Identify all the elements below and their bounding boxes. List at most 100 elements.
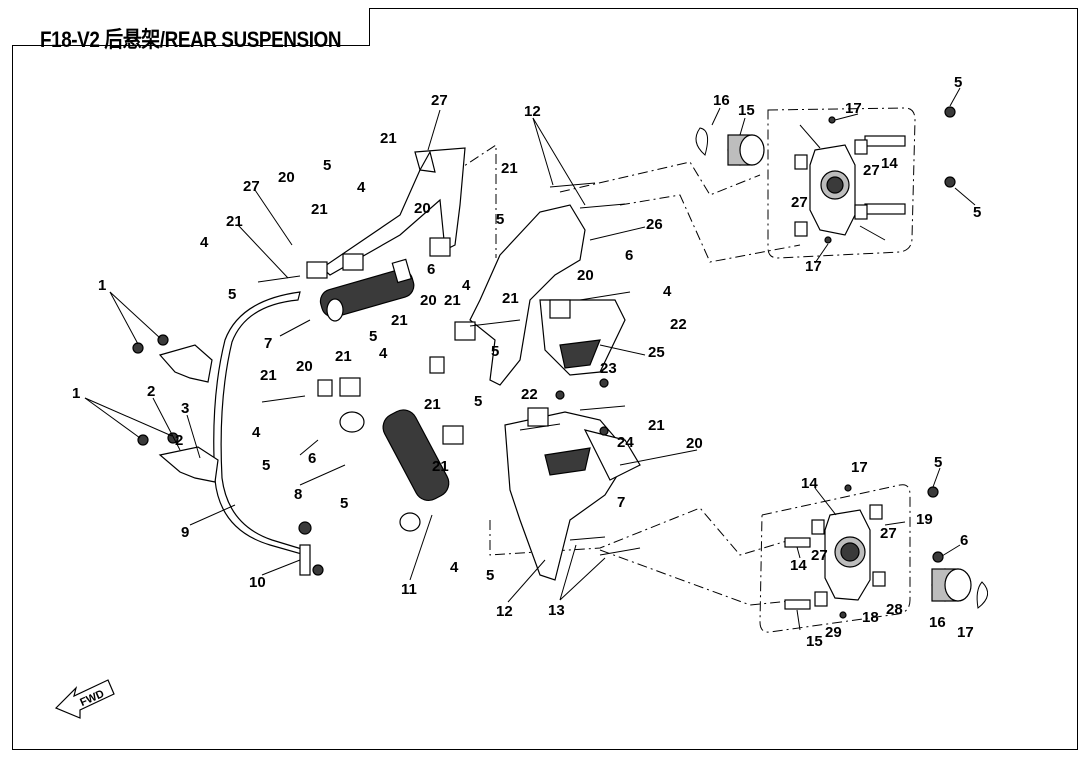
callout-21-l: 22 [670,316,687,333]
callout-17-d: 18 [862,609,879,626]
callout-17-b: 17 [805,258,822,275]
lower-control-arm [504,411,641,581]
callout-21-k: 22 [521,386,538,403]
upper-control-arm [469,204,626,386]
callout-21-f: 21 [502,290,519,307]
callout-14-b: 14 [790,557,807,574]
callout-1-lower: 1 [72,385,80,402]
callout-21-g: 21 [391,312,408,329]
stabilizer-bracket-upper [132,334,213,383]
callout-11: 12 [496,603,513,620]
callout-21-i: 21 [260,367,277,384]
callout-18: 19 [916,511,933,528]
callout-17-a: 17 [845,100,862,117]
callout-1-upper: 1 [98,277,106,294]
callout-5-l: 5 [934,454,942,471]
leader-lines [84,87,976,631]
callout-16-lower: 17 [957,624,974,641]
callout-22-b: 24 [617,434,634,451]
callout-4-a: 4 [200,234,209,251]
snap-ring-lower [976,581,989,609]
callout-5-h: 5 [340,495,348,512]
knuckle-upper [794,135,906,237]
callout-27-a: 27 [863,162,880,179]
callout-21-e: 21 [444,292,461,309]
callout-24: 26 [646,216,663,233]
callout-20-a: 20 [278,169,295,186]
callout-20-f: 21 [432,458,449,475]
drawing-frame [12,8,1078,750]
title-box: F18-V2 后悬架/REAR SUSPENSION [12,8,370,52]
callout-4-g: 4 [663,283,672,300]
callout-13: 14 [801,475,818,492]
callout-5-k: 5 [973,204,981,221]
callout-21-d: 21 [501,160,518,177]
callout-21-j: 21 [424,396,441,413]
bushings-and-bolts [257,182,641,556]
knuckle-lower [784,504,886,610]
callout-15-lower: 16 [929,614,946,631]
page-title: F18-V2 后悬架/REAR SUSPENSION [40,27,342,52]
callout-27-b: 27 [791,194,808,211]
callout-27-c: 27 [880,525,897,542]
callout-14-a: 14 [881,155,898,172]
callout-4-f: 4 [450,559,459,576]
callout-21-a: 21 [380,130,397,147]
callout-22-a: 23 [600,360,617,377]
bearing-upper [727,134,765,166]
callout-5-j: 5 [954,74,962,91]
callout-5-d: 5 [369,328,377,345]
callout-2-upper: 2 [147,383,155,400]
callout-6-b: 6 [308,450,316,467]
callout-2-lower: 2 [175,432,183,449]
callout-labels: 1 1 2 2 3 4 4 4 4 4 4 4 5 5 5 5 5 5 5 5 … [72,74,981,650]
callout-5-g: 5 [474,393,482,410]
callout-6-d: 7 [617,494,625,511]
callout-4-b: 4 [252,424,261,441]
assembly-lines [419,107,916,633]
callout-26: 27 [243,178,260,195]
callout-4-e: 4 [462,277,471,294]
callout-27-f: 29 [825,624,842,641]
callout-3: 3 [181,400,189,417]
callout-20-b: 20 [414,200,431,217]
callout-20-c: 20 [420,292,437,309]
snap-ring-upper [695,127,709,156]
callout-10: 11 [401,581,417,598]
callout-25: 27 [431,92,448,109]
callout-6-a: 6 [427,261,435,278]
callout-4-c: 4 [357,179,366,196]
lower-shock-absorber [339,409,450,532]
callout-4-d: 4 [379,345,388,362]
callout-17-c: 17 [851,459,868,476]
stabilizer-link [298,521,324,576]
callout-27-e: 28 [886,601,903,618]
callout-5-f: 5 [491,343,499,360]
callout-12-lower: 13 [548,602,565,619]
callout-5-e: 5 [496,211,504,228]
callout-20-d: 20 [296,358,313,375]
callout-21-c: 21 [311,201,328,218]
callout-5-c: 5 [323,157,331,174]
callout-20-g: 21 [648,417,665,434]
callout-9: 10 [249,574,266,591]
upper-shock-absorber [319,258,415,322]
callout-7-upper: 7 [264,335,272,352]
callout-5-i: 5 [486,567,494,584]
callout-14-c: 15 [806,633,823,650]
callout-15-upper: 15 [738,102,755,119]
callout-12-upper: 12 [524,103,541,120]
callout-8: 9 [181,524,189,541]
callout-21-b: 21 [226,213,243,230]
suspension-frame [321,147,466,276]
callout-21-h: 21 [335,348,352,365]
callout-6-c: 6 [625,247,633,264]
callout-7-lower: 8 [294,486,302,503]
callout-23: 25 [648,344,665,361]
callout-20-e: 20 [577,267,594,284]
callout-5-a: 5 [228,286,236,303]
bearing-lower [931,568,972,602]
callout-19: 20 [686,435,703,452]
callout-5-m: 6 [960,532,968,549]
